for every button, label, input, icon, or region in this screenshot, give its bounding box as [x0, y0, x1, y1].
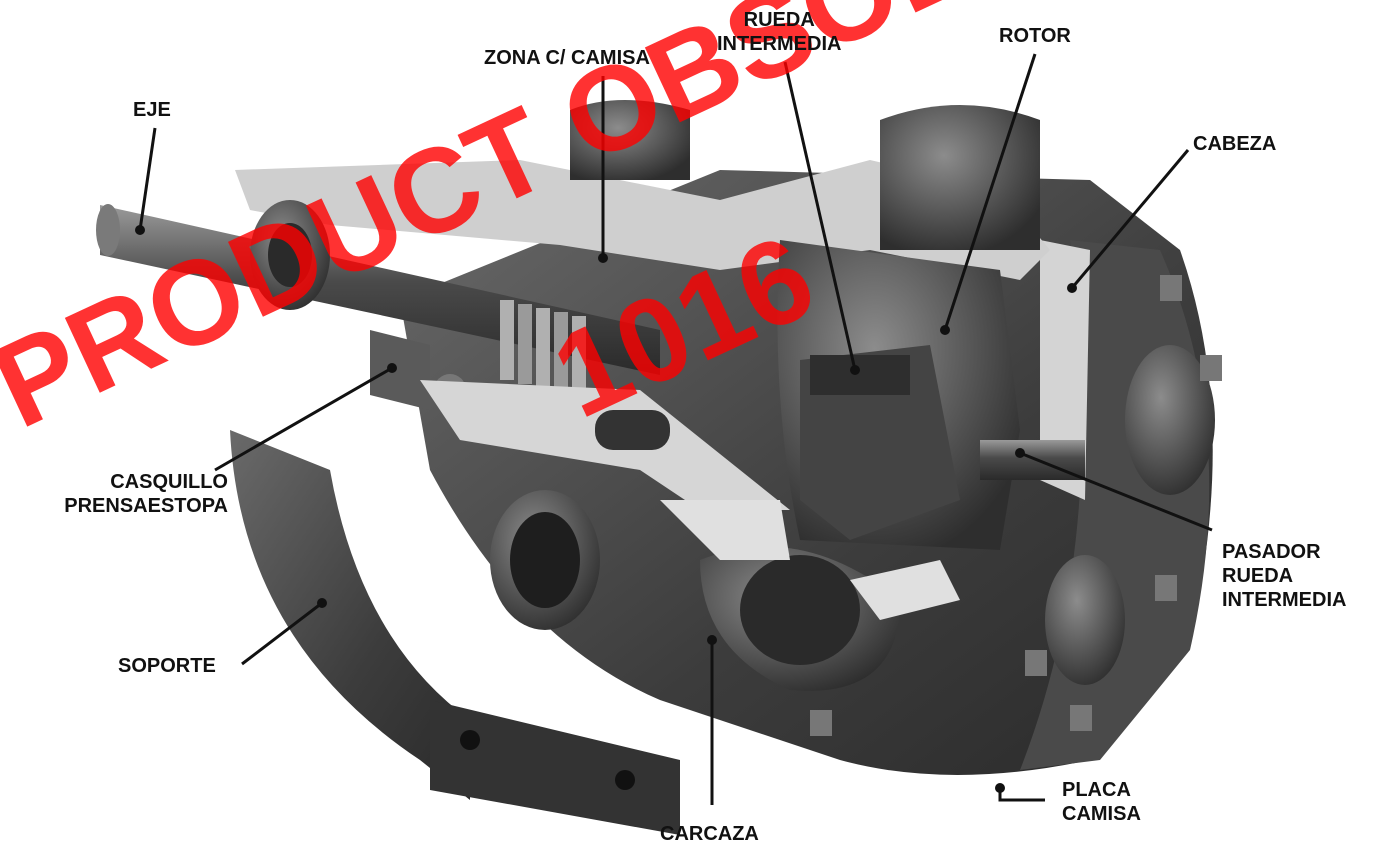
label-zona-camisa: ZONA C/ CAMISA	[484, 46, 650, 70]
leader-soporte	[241, 601, 323, 666]
leader-cabeza	[1070, 149, 1190, 289]
label-rueda-intermedia-line1: RUEDA	[743, 9, 815, 31]
leader-casquillo	[214, 366, 393, 472]
label-pasador-line1: PASADOR	[1222, 541, 1321, 563]
label-placa-camisa: PLACA CAMISA	[1062, 778, 1141, 826]
label-eje-text: EJE	[133, 99, 171, 121]
label-pasador-rueda-intermedia: PASADOR RUEDA INTERMEDIA	[1222, 540, 1346, 612]
leader-eje	[138, 127, 157, 231]
foot-hole-left	[460, 730, 480, 750]
soporte-bracket	[230, 430, 470, 800]
foot-plate	[430, 700, 680, 835]
label-eje: EJE	[133, 98, 171, 122]
label-carcaza: CARCAZA	[660, 822, 759, 846]
label-zona-camisa-text: ZONA C/ CAMISA	[484, 47, 650, 69]
shaft-end	[96, 204, 120, 256]
label-rotor-text: ROTOR	[999, 25, 1071, 47]
label-casquillo-prensaestopa: CASQUILLO PRENSAESTOPA	[6, 470, 228, 518]
bearing-inner	[268, 223, 312, 287]
label-soporte: SOPORTE	[118, 654, 216, 678]
leader-placa-camisa	[998, 788, 1045, 802]
head-bolts	[810, 275, 1222, 736]
label-rueda-intermedia-line2: INTERMEDIA	[717, 33, 842, 55]
label-cabeza: CABEZA	[1193, 132, 1276, 156]
label-casquillo-line2: PRENSAESTOPA	[64, 495, 228, 517]
label-placa-camisa-line1: PLACA	[1062, 779, 1131, 801]
side-port-left-inner	[510, 512, 580, 608]
label-cabeza-text: CABEZA	[1193, 133, 1277, 155]
leader-rotor	[943, 53, 1037, 331]
label-placa-camisa-line2: CAMISA	[1062, 803, 1141, 825]
label-casquillo-line1: CASQUILLO	[110, 471, 228, 493]
leader-pasador	[1019, 451, 1213, 532]
leader-lines	[138, 53, 1213, 805]
lower-cut-step	[660, 500, 790, 560]
leader-dots	[135, 225, 1077, 793]
label-soporte-text: SOPORTE	[118, 655, 216, 677]
label-carcaza-text: CARCAZA	[660, 823, 759, 845]
head-port-lower	[1045, 555, 1125, 685]
lower-cut-step-2	[850, 560, 960, 620]
gland-packing	[370, 330, 430, 410]
label-rueda-intermedia: RUEDA INTERMEDIA	[717, 8, 841, 56]
label-pasador-line3: INTERMEDIA	[1222, 589, 1347, 611]
label-pasador-line2: RUEDA	[1222, 565, 1294, 587]
leader-rueda-intermedia	[783, 61, 857, 371]
port-top-right	[880, 105, 1040, 250]
jacket-port-top	[570, 100, 690, 180]
head-port-upper	[1125, 345, 1215, 495]
foot-hole-right	[615, 770, 635, 790]
casing-slot	[595, 410, 670, 450]
lower-port-thread	[740, 555, 860, 665]
label-rotor: ROTOR	[999, 24, 1071, 48]
idler-tooth	[810, 355, 910, 395]
head-cut-face	[1040, 240, 1090, 500]
packing-rings	[500, 300, 586, 396]
